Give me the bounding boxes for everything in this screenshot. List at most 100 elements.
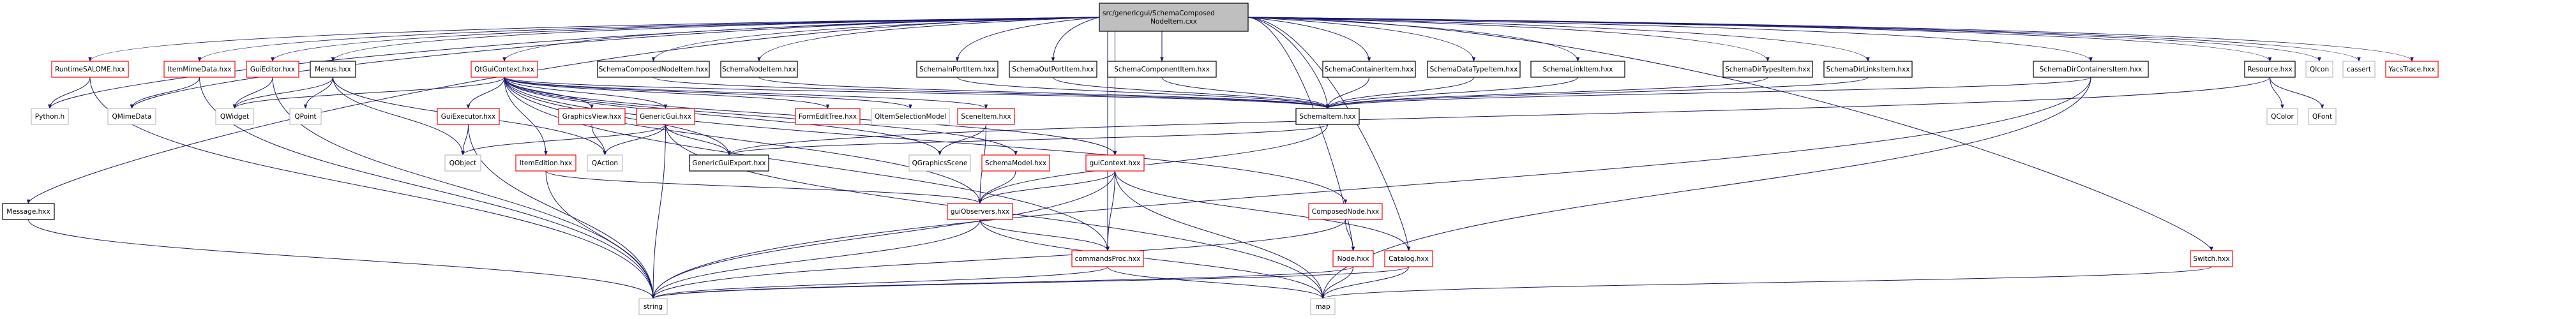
node-box (444, 154, 481, 172)
node-node[interactable]: Node.hxx (1332, 250, 1374, 267)
node-generic-gui[interactable]: GenericGui.hxx (636, 108, 695, 125)
node-box (1332, 250, 1374, 267)
node-box (916, 61, 998, 78)
node-qgraphics-scene: QGraphicsScene (908, 154, 971, 172)
node-menus[interactable]: Menus.hxx (310, 61, 356, 78)
node-gui-context[interactable]: guiContext.hxx (1085, 154, 1145, 172)
node-catalog[interactable]: Catalog.hxx (1384, 250, 1433, 267)
node-box (1009, 61, 1097, 78)
node-item-edition[interactable]: ItemEdition.hxx (515, 154, 576, 172)
node-qt-gui-context[interactable]: QtGuiContext.hxx (471, 61, 538, 78)
node-box (981, 154, 1050, 172)
node-schema-data-type-item[interactable]: SchemaDataTypeItem.hxx (1427, 61, 1521, 78)
node-schema-composed-node-item[interactable]: SchemaComposedNodeItem.hxx (597, 61, 710, 78)
edge-graphics-view-to-qaction (591, 124, 607, 156)
edge-schema-data-type-item-to-schema-item (1325, 77, 1474, 109)
node-box (310, 61, 356, 78)
node-gui-observers[interactable]: guiObservers.hxx (947, 203, 1013, 220)
node-box (636, 108, 695, 125)
node-qitem-selection-model: QItemSelectionModel (871, 108, 950, 125)
node-label: Switch.hxx (2193, 255, 2229, 263)
edge-root-to-schema-dir-containers-item (1247, 17, 2093, 62)
node-commands-proc[interactable]: commandsProc.hxx (1071, 250, 1144, 267)
edge-qt-gui-context-to-commands-proc (504, 77, 1110, 251)
node-schema-dir-types-item[interactable]: SchemaDirTypesItem.hxx (1722, 61, 1813, 78)
edge-resource-to-qcolor (2270, 77, 2284, 109)
edge-gui-observers-to-string (651, 219, 981, 299)
node-box (1322, 61, 1416, 78)
edge-root-to-resource (1247, 17, 2272, 62)
edge-root-to-schema-link-item (1247, 17, 1580, 62)
node-resource[interactable]: Resource.hxx (2244, 61, 2296, 78)
node-label: SchemaNodeItem.hxx (722, 66, 796, 73)
edge-qt-gui-context-to-schema-item (504, 77, 1329, 109)
node-box (558, 108, 626, 125)
node-schema-node-item[interactable]: SchemaNodeItem.hxx (720, 61, 798, 78)
node-label: SchemaDirTypesItem.hxx (1725, 66, 1810, 73)
node-label: GenericGui.hxx (640, 113, 691, 121)
node-label: Resource.hxx (2247, 66, 2293, 73)
edge-generic-gui-to-qobject (461, 124, 666, 156)
node-scene-item[interactable]: SceneItem.hxx (957, 108, 1015, 125)
node-box (289, 108, 322, 125)
node-schema-link-item[interactable]: SchemaLinkItem.hxx (1530, 61, 1625, 78)
edge-qt-gui-context-to-generic-gui (504, 77, 668, 109)
edge-commands-proc-to-string (651, 266, 1108, 299)
edge-schema-dir-containers-item-to-schema-item (1326, 77, 2091, 109)
node-label: Menus.hxx (315, 66, 351, 73)
node-runtime-salome[interactable]: RuntimeSALOME.hxx (51, 61, 129, 78)
edge-root-to-schema-container-item (1247, 17, 1371, 62)
node-schema-out-port-item[interactable]: SchemaOutPortItem.hxx (1009, 61, 1097, 78)
edge-schema-dir-links-item-to-schema-item (1325, 77, 1869, 109)
node-label: SceneItem.hxx (961, 113, 1011, 121)
node-form-edit-tree[interactable]: FormEditTree.hxx (795, 108, 861, 125)
node-schema-dir-containers-item[interactable]: SchemaDirContainersItem.hxx (2033, 61, 2149, 78)
edge-gui-observers-to-map (979, 219, 1325, 299)
node-box (1722, 61, 1813, 78)
edge-commands-proc-to-map (1107, 266, 1325, 299)
edge-menus-to-qpoint (303, 77, 333, 109)
node-label: Node.hxx (1337, 255, 1369, 263)
edge-gui-executor-to-string (468, 124, 655, 299)
node-generic-gui-export[interactable]: GenericGuiExport.hxx (689, 154, 769, 172)
node-label: QAction (592, 160, 618, 167)
node-graphics-view[interactable]: GraphicsView.hxx (558, 108, 626, 125)
node-label: guiContext.hxx (1090, 160, 1141, 167)
node-label: src/genericgui/SchemaComposed (1103, 10, 1215, 17)
edge-root-to-node (1247, 17, 1355, 251)
node-gui-editor[interactable]: GuiEditor.hxx (246, 61, 299, 78)
node-schema-model[interactable]: SchemaModel.hxx (981, 154, 1050, 172)
node-cassert: cassert (2342, 61, 2376, 78)
edge-schema-in-port-item-to-schema-item (957, 77, 1330, 109)
edge-qt-gui-context-to-form-edit-tree (504, 77, 830, 109)
node-root[interactable]: src/genericgui/SchemaComposedNodeItem.cx… (1099, 3, 1249, 32)
node-box (2385, 61, 2439, 78)
node-label: Python.h (35, 113, 64, 121)
node-box (2342, 61, 2376, 78)
edge-resource-to-generic-gui-export (727, 77, 2270, 156)
node-schema-component-item[interactable]: SchemaComponentItem.hxx (1107, 61, 1217, 78)
node-item-mime-data[interactable]: ItemMimeData.hxx (163, 61, 236, 78)
node-label: QMimeData (112, 113, 151, 121)
node-label: SchemaLinkItem.hxx (1542, 66, 1613, 73)
node-label: RuntimeSALOME.hxx (55, 66, 125, 73)
node-box (1085, 154, 1145, 172)
node-schema-item[interactable]: SchemaItem.hxx (1295, 108, 1360, 125)
node-label: commandsProc.hxx (1075, 255, 1141, 263)
edge-menus-to-qobject (333, 77, 465, 156)
edge-schema-dir-types-item-to-schema-item (1325, 77, 1768, 109)
node-yacs-trace[interactable]: YacsTrace.hxx (2385, 61, 2439, 78)
node-message[interactable]: Message.hxx (2, 203, 55, 220)
edge-root-to-cassert (1247, 17, 2361, 62)
node-schema-container-item[interactable]: SchemaContainerItem.hxx (1322, 61, 1416, 78)
node-box (957, 108, 1015, 125)
node-switch[interactable]: Switch.hxx (2190, 250, 2233, 267)
node-schema-dir-links-item[interactable]: SchemaDirLinksItem.hxx (1823, 61, 1913, 78)
node-schema-in-port-item[interactable]: SchemaInPortItem.hxx (916, 61, 998, 78)
node-python: Python.h (31, 108, 69, 125)
node-gui-executor[interactable]: GuiExecutor.hxx (437, 108, 500, 125)
edge-qt-gui-context-to-scene-item (504, 77, 988, 109)
node-composed-node[interactable]: ComposedNode.hxx (1308, 203, 1383, 220)
node-label: ItemMimeData.hxx (167, 66, 231, 73)
